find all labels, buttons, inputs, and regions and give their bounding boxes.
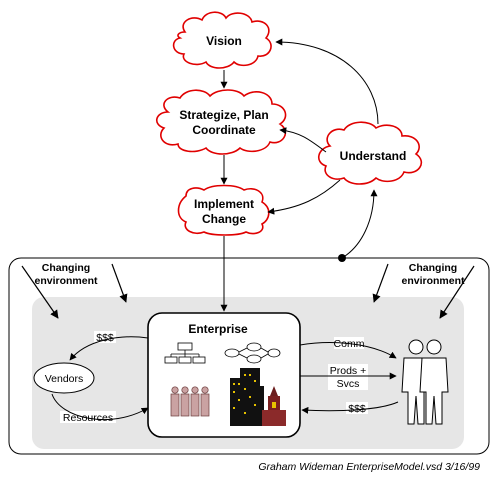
skyscraper-icon [230,368,264,426]
prods-label-line2: Svcs [337,378,360,390]
env-left-line1: Changing [42,262,90,274]
environment-arrows [21,263,475,319]
money-to-vendors-box [94,331,116,343]
understand-label: Understand [340,149,407,163]
strategize-cloud: Strategize, Plan Coordinate [156,89,287,155]
footer-credit: Graham Wideman EnterpriseModel.vsd 3/16/… [258,461,480,473]
implement-cloud: Implement Change [177,184,270,236]
understand-cloud: Understand [318,121,422,185]
money-from-customers-arrow [301,401,399,414]
env-right-line2: environment [401,275,465,287]
money-to-vendors-label: $$$ [96,332,114,344]
org-chart-icon [164,342,206,364]
strategize-label-line1: Strategize, Plan [179,108,268,122]
church-icon [262,386,286,426]
implement-label-line1: Implement [194,197,254,211]
vendors-node [33,362,95,394]
money-from-customers-label: $$$ [348,403,366,415]
management-cycle-arrows [220,38,379,312]
resources-arrow [51,393,149,421]
feedback-dot [338,254,346,262]
people-group-icon [170,386,210,417]
money-to-vendors-arrow [69,336,149,361]
env-right-line1: Changing [409,262,457,274]
enterprise-label: Enterprise [188,322,248,336]
vision-cloud: Vision [172,11,272,69]
vendors-label: Vendors [45,373,84,385]
process-flow-icon [224,342,281,364]
implement-label-line2: Change [202,212,246,226]
vision-label: Vision [206,34,242,48]
money-from-customers-box [346,402,368,414]
prods-box [328,364,368,390]
env-left-line2: environment [34,275,98,287]
comm-arrow [299,342,397,359]
prods-label-line1: Prods + [330,365,366,377]
comm-box [334,337,364,349]
strategize-label-line2: Coordinate [192,123,256,137]
customer-icon [401,339,449,425]
